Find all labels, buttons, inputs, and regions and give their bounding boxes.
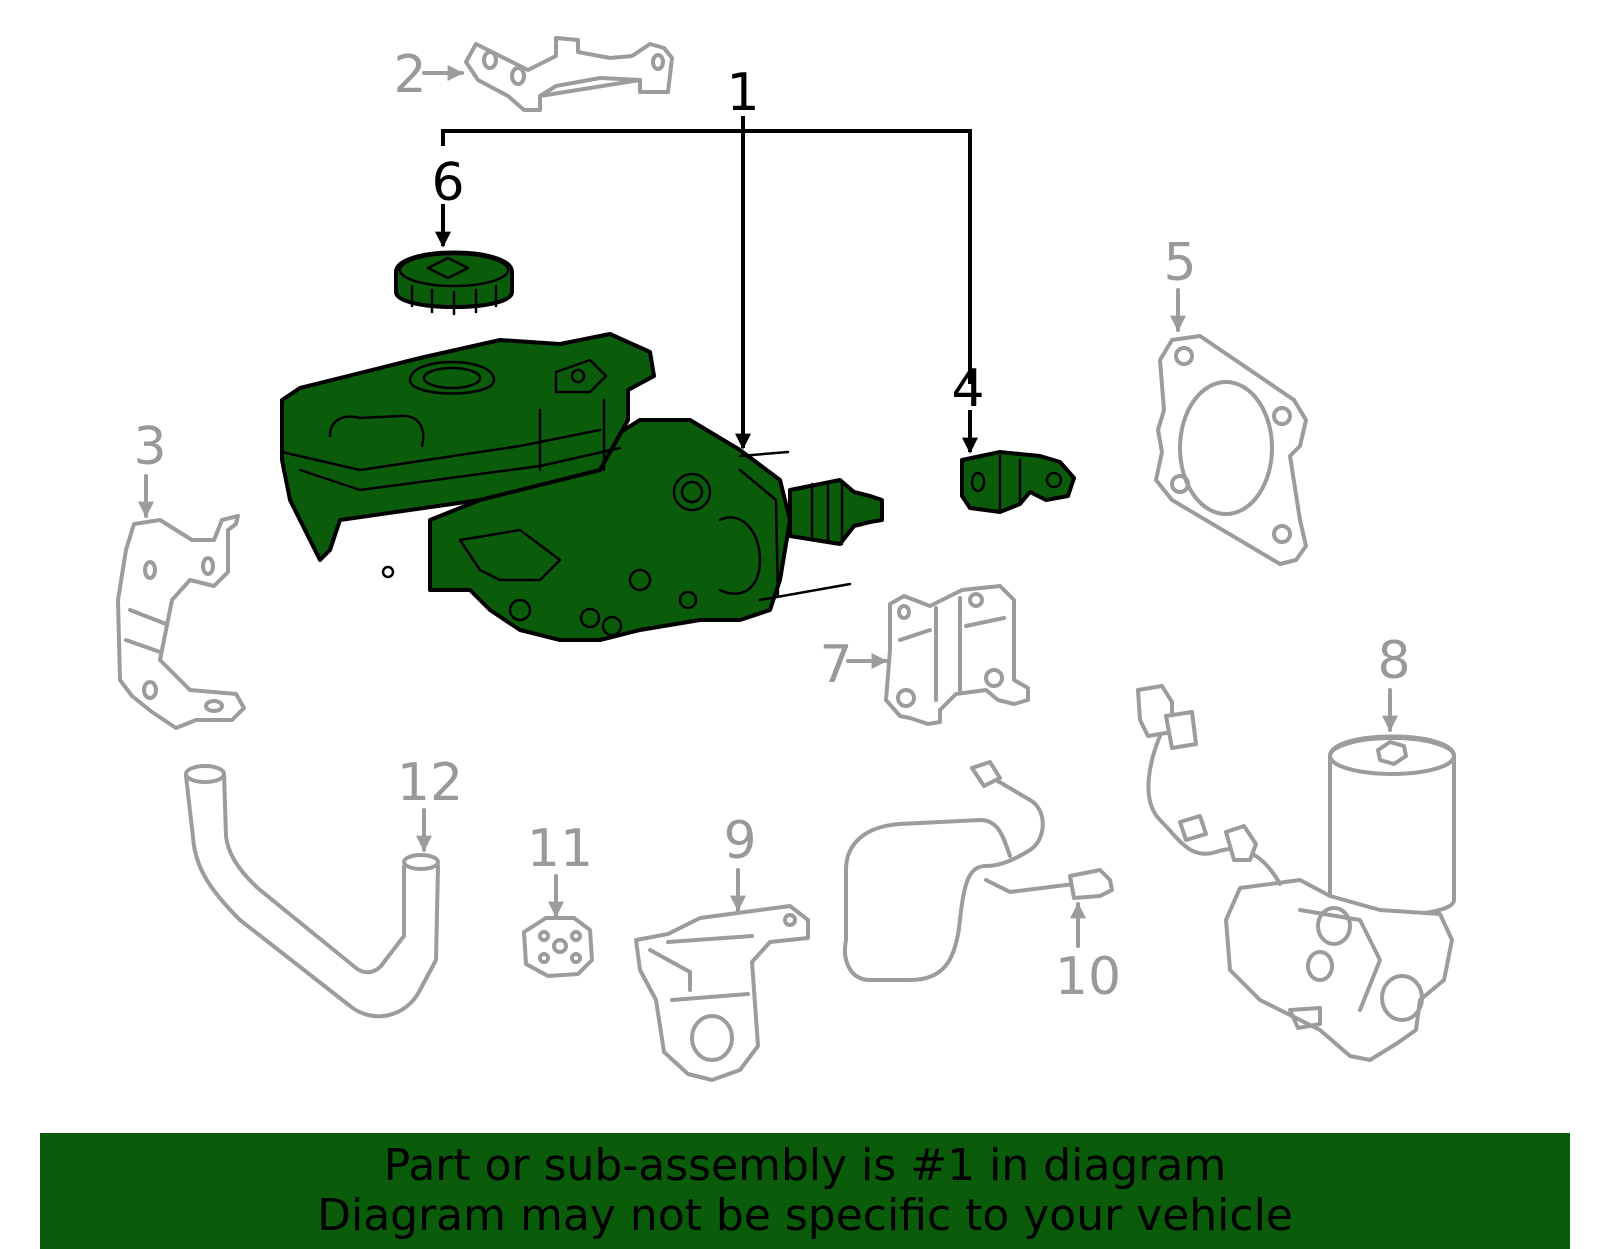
part-8-pump-motor (1136, 684, 1456, 1062)
callout-numbers: 1 2 3 4 5 6 7 8 9 10 11 12 (133, 45, 1410, 1007)
callout-1[interactable]: 1 (726, 63, 759, 123)
banner-line-disclaimer: Diagram may not be specific to your vehi… (317, 1190, 1293, 1241)
callout-6[interactable]: 6 (431, 153, 464, 213)
callout-9[interactable]: 9 (723, 811, 756, 871)
callout-8[interactable]: 8 (1377, 631, 1410, 691)
part-6-reservoir-cap (394, 250, 514, 316)
part-5-gasket (1154, 334, 1308, 566)
leader-lines (138, 65, 1398, 948)
info-banner: Part or sub-assembly is #1 in diagram Di… (40, 1133, 1570, 1249)
callout-7[interactable]: 7 (819, 635, 852, 695)
part-7-bracket (884, 584, 1030, 726)
callout-12[interactable]: 12 (397, 753, 463, 813)
callout-11[interactable]: 11 (527, 819, 593, 879)
callout-2[interactable]: 2 (393, 45, 426, 105)
part-4-bracket (960, 450, 1076, 514)
callout-10[interactable]: 10 (1055, 947, 1121, 1007)
callout-4[interactable]: 4 (951, 359, 984, 419)
part-3-bracket (116, 514, 246, 730)
part-10-brake-line (843, 760, 1114, 982)
part-1-master-cylinder-assembly (280, 332, 884, 642)
part-11-grommet (522, 916, 594, 978)
part-9-bracket (634, 904, 810, 1082)
part-2-bracket (464, 36, 674, 112)
callout-5[interactable]: 5 (1163, 233, 1196, 293)
part-12-hose (184, 764, 440, 1019)
callout-3[interactable]: 3 (133, 417, 166, 477)
banner-line-part-number: Part or sub-assembly is #1 in diagram (383, 1140, 1227, 1191)
